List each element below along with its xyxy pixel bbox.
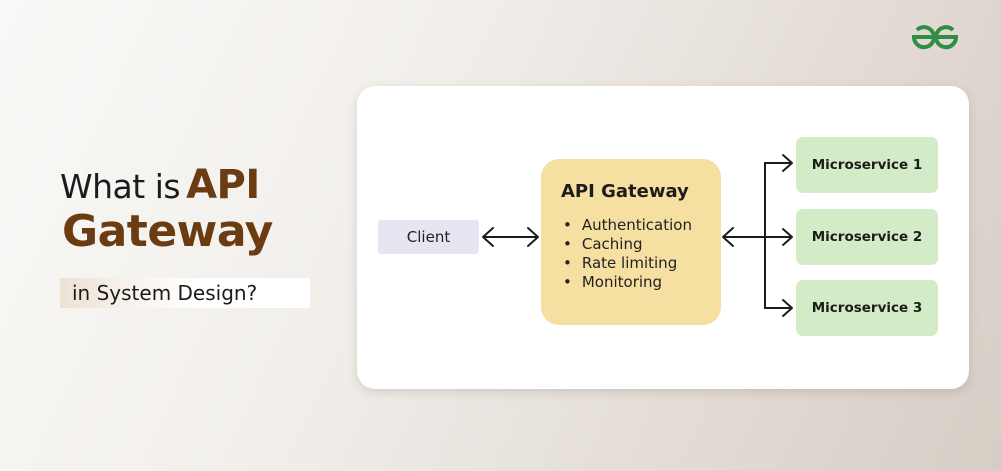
headline-tagline-banner: in System Design? xyxy=(60,278,310,308)
gfg-logo-icon xyxy=(911,25,959,50)
client-label: Client xyxy=(406,228,451,246)
microservice-1-node: Microservice 1 xyxy=(796,137,938,193)
microservice-1-label: Microservice 1 xyxy=(811,157,923,173)
headline-line2: Gateway xyxy=(62,206,273,257)
gateway-feature-list: Authentication Caching Rate limiting Mon… xyxy=(563,216,692,292)
gateway-feature-rate-limiting: Rate limiting xyxy=(563,254,692,273)
microservice-3-label: Microservice 3 xyxy=(811,300,923,316)
headline-accent: API xyxy=(186,162,260,208)
gateway-feature-monitoring: Monitoring xyxy=(563,273,692,292)
gateway-feature-caching: Caching xyxy=(563,235,692,254)
microservice-3-node: Microservice 3 xyxy=(796,280,938,336)
microservice-2-node: Microservice 2 xyxy=(796,209,938,265)
client-gateway-double-arrow-icon xyxy=(482,227,539,247)
api-gateway-title: API Gateway xyxy=(561,181,689,202)
microservice-2-label: Microservice 2 xyxy=(811,229,923,245)
api-gateway-node: API Gateway Authentication Caching Rate … xyxy=(541,159,721,325)
headline-tagline: in System Design? xyxy=(72,281,258,305)
gateway-feature-authentication: Authentication xyxy=(563,216,692,235)
gateway-services-branch-arrow-icon xyxy=(722,154,793,317)
headline-plain: What is xyxy=(60,167,181,206)
client-node: Client xyxy=(378,220,479,254)
